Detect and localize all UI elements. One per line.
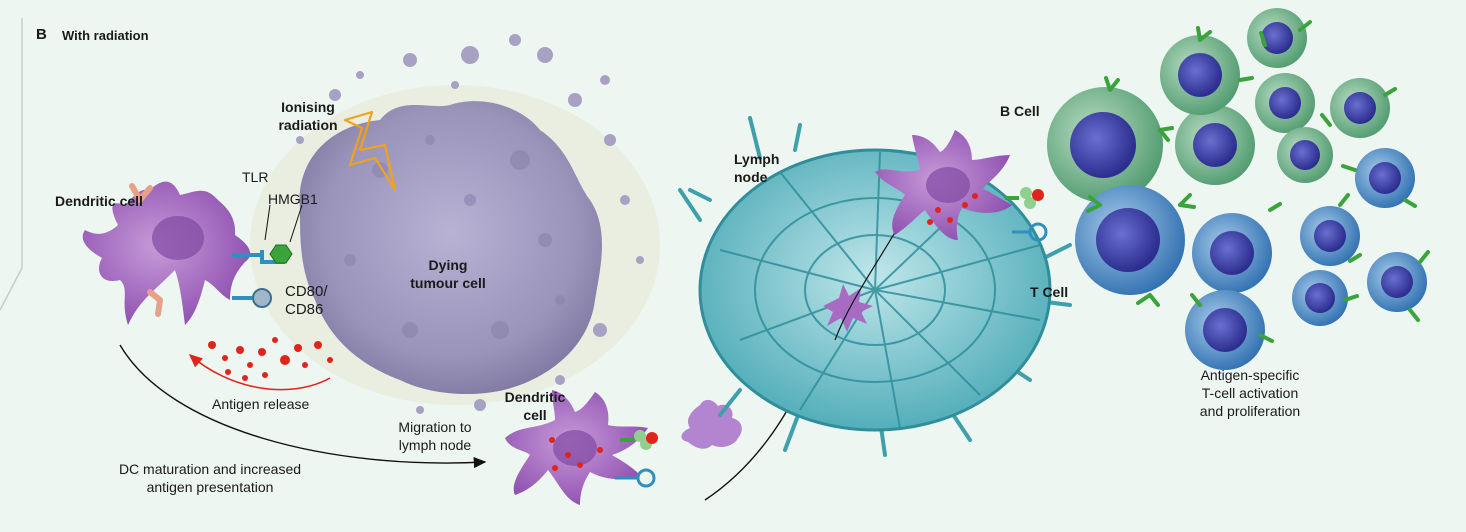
label-ionising-radiation: Ionising radiation xyxy=(243,98,373,134)
panel-title: With radiation xyxy=(62,27,149,45)
label-tlr: TLR xyxy=(242,168,268,186)
label-b-cell: B Cell xyxy=(1000,102,1040,120)
cd80-ligand-icon xyxy=(253,289,271,307)
label-hmgb1: HMGB1 xyxy=(268,190,318,208)
label-dc-maturation: DC maturation and increased antigen pres… xyxy=(75,460,345,496)
label-dendritic-cell-middle: Dendritic cell xyxy=(480,388,590,424)
dendritic-nucleus xyxy=(926,167,970,203)
label-migration: Migration to lymph node xyxy=(380,418,490,454)
label-cd80-cd86: CD80/ CD86 xyxy=(285,283,328,319)
receptor-icon xyxy=(150,292,160,314)
label-dendritic-cell-left: Dendritic cell xyxy=(55,192,143,210)
label-activation: Antigen-specific T-cell activation and p… xyxy=(1160,366,1340,420)
label-t-cell: T Cell xyxy=(1030,283,1068,301)
dendritic-nucleus xyxy=(152,216,204,260)
dendritic-nucleus xyxy=(553,430,597,466)
frame-line xyxy=(0,18,22,310)
label-lymph-node: Lymph node xyxy=(734,150,779,186)
label-antigen-release: Antigen release xyxy=(212,395,309,413)
antigen-release-arrow xyxy=(190,355,330,390)
dendritic-cell-small xyxy=(681,400,741,449)
panel-letter: B xyxy=(36,26,47,44)
b-cells xyxy=(1047,8,1390,203)
label-dying-tumour-cell: Dying tumour cell xyxy=(388,256,508,292)
